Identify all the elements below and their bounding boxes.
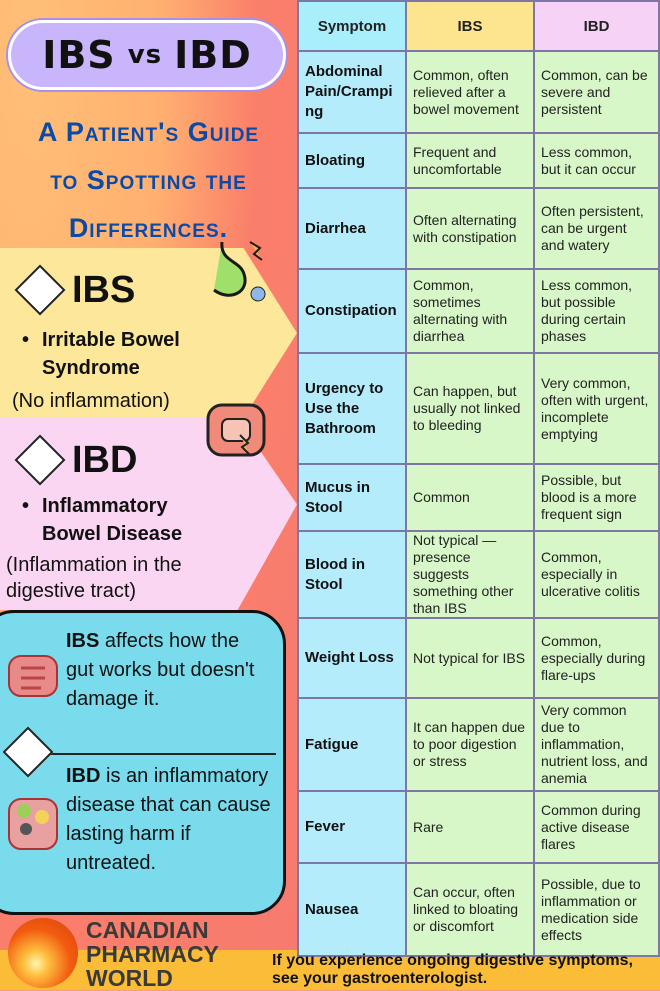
ibd-info-text: IBD is an inflammatory disease that can …: [66, 762, 281, 878]
subtitle-line: Differences.: [68, 213, 229, 243]
symptom-cell: Diarrhea: [297, 187, 407, 270]
ibs-cell: It can happen due to poor digestion or s…: [405, 697, 535, 792]
ibd-info-rest: is an inflammatory disease that can caus…: [66, 765, 271, 874]
subtitle-line: A Patient's Guide: [37, 117, 260, 147]
ibd-tag: IBD: [72, 439, 138, 481]
brand-line: WORLD: [86, 965, 173, 991]
ibd-bullet: •Inflammatory Bowel Disease: [22, 495, 183, 545]
symptom-cell: Fever: [297, 790, 407, 864]
title-ibd: IBD: [174, 33, 252, 77]
ibd-note: (Inflammation in the digestive tract): [6, 554, 182, 602]
ibd-cell: Very common due to inflammation, nutrien…: [533, 697, 660, 792]
ibd-cell: Common during active disease flares: [533, 790, 660, 864]
ibd-cell: Very common, often with urgent, incomple…: [533, 352, 660, 465]
ibd-cell: Less common, but possible during certain…: [533, 268, 660, 354]
ibs-info-bold: IBS: [66, 630, 100, 652]
ibs-cell: Rare: [405, 790, 535, 864]
subtitle: A Patient's Guide to Spotting the Differ…: [0, 108, 297, 252]
symptom-cell: Constipation: [297, 268, 407, 354]
ibs-note: (No inflammation): [12, 390, 170, 412]
ibs-cell: Often alternating with constipation: [405, 187, 535, 270]
ibd-cell: Less common, but it can occur: [533, 132, 660, 189]
symptom-cell: Weight Loss: [297, 617, 407, 699]
brand-line: CANADIAN: [86, 917, 209, 943]
ibs-info-text: IBS affects how the gut works but doesn'…: [66, 627, 271, 714]
symptom-cell: Fatigue: [297, 697, 407, 792]
ibd-cell: Possible, but blood is a more frequent s…: [533, 463, 660, 532]
main-title: IBS vs IBD: [8, 20, 286, 90]
ibd-cell: Common, especially in ulcerative colitis: [533, 530, 660, 619]
footer-advice: If you experience ongoing digestive symp…: [272, 952, 633, 987]
ibd-cell: Often persistent, can be urgent and wate…: [533, 187, 660, 270]
divider: [40, 753, 276, 755]
ibs-cell: Common, often relieved after a bowel mov…: [405, 50, 535, 134]
bacteria-intestine-icon: [8, 798, 58, 850]
title-vs: vs: [127, 40, 163, 70]
symptom-cell: Abdominal Pain/Cramping: [297, 50, 407, 134]
ibs-cell: Not typical — presence suggests somethin…: [405, 530, 535, 619]
ibs-cell: Common: [405, 463, 535, 532]
table-header-row: Symptom IBS IBD: [297, 0, 660, 52]
ibd-cell: Common, can be severe and persistent: [533, 50, 660, 134]
ibs-bullet: •Irritable Bowel Syndrome: [22, 329, 180, 379]
footer-bar: [0, 950, 660, 990]
ibs-tag: IBS: [72, 269, 136, 311]
ibd-info-bold: IBD: [66, 765, 101, 787]
brand-name: CANADIAN PHARMACY WORLD: [86, 918, 219, 990]
subtitle-line: to Spotting the: [50, 165, 247, 195]
ibd-cell: Possible, due to inflammation or medicat…: [533, 862, 660, 957]
ibs-cell: Not typical for IBS: [405, 617, 535, 699]
ibs-cell: Can occur, often linked to bloating or d…: [405, 862, 535, 957]
ibd-cell: Common, especially during flare-ups: [533, 617, 660, 699]
symptom-cell: Nausea: [297, 862, 407, 957]
inflamed-intestine-icon: [206, 403, 266, 457]
ibs-info-rest: affects how the gut works but doesn't da…: [66, 630, 255, 710]
ibs-cell: Common, sometimes alternating with diarr…: [405, 268, 535, 354]
symptom-cell: Blood in Stool: [297, 530, 407, 619]
symptom-cell: Urgency to Use the Bathroom: [297, 352, 407, 465]
ibs-cell: Can happen, but usually not linked to bl…: [405, 352, 535, 465]
brand-line: PHARMACY: [86, 941, 219, 967]
sun-logo-icon: [8, 918, 78, 988]
ibd-bullet-text: Inflammatory Bowel Disease: [42, 495, 183, 545]
title-ibs: IBS: [42, 33, 116, 77]
stomach-icon: [213, 241, 266, 302]
header-symptom: Symptom: [297, 0, 407, 52]
ibs-cell: Frequent and uncomfortable: [405, 132, 535, 189]
header-ibs: IBS: [405, 0, 535, 52]
symptom-cell: Mucus in Stool: [297, 463, 407, 532]
ibs-bullet-text: Irritable Bowel Syndrome: [42, 329, 180, 379]
symptom-cell: Bloating: [297, 132, 407, 189]
header-ibd: IBD: [533, 0, 660, 52]
intestine-icon: [8, 655, 58, 697]
